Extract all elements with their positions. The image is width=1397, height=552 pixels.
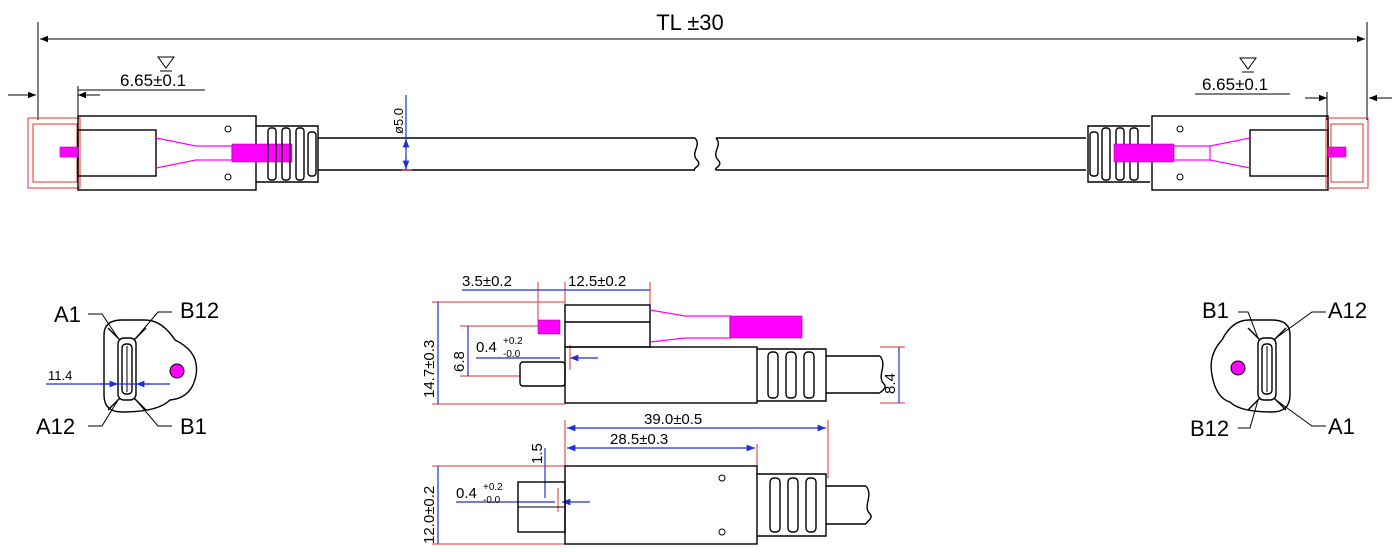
width-label: 11.4	[48, 368, 72, 383]
dim-28-5-label: 28.5±0.3	[610, 431, 668, 448]
label-a1: A1	[1328, 414, 1355, 439]
dim-39-label: 39.0±0.5	[644, 411, 702, 428]
dim-0-4-minus: -0.0	[483, 495, 501, 506]
dim-0-4-plus: +0.2	[503, 336, 523, 347]
label-a1: A1	[54, 302, 81, 327]
surface-symbol-icon	[1239, 57, 1257, 70]
label-b1: B1	[1202, 298, 1229, 323]
label-b12: B12	[1190, 416, 1229, 441]
dim-12-5-label: 12.5±0.2	[568, 273, 626, 290]
label-b12: B12	[180, 298, 219, 323]
left-end-view: A1 B12 A12 B1 11.4	[36, 298, 219, 439]
left-ref-label: 6.65±0.1	[120, 71, 186, 90]
right-ref-label: 6.65±0.1	[1202, 75, 1268, 94]
cable: ø5.0	[318, 95, 1086, 171]
top-view-right-connector: 6.65±0.1	[1087, 57, 1392, 191]
dim-0-4-label: 0.4	[456, 485, 477, 502]
dim-14-7-label: 14.7±0.3	[421, 340, 438, 398]
label-a12: A12	[1328, 298, 1367, 323]
surface-symbol-icon	[157, 56, 175, 69]
dim-1-5-label: 1.5	[529, 443, 546, 464]
total-length-label: TL ±30	[656, 10, 724, 35]
dim-12-label: 12.0±0.2	[421, 486, 438, 544]
dim-0-4-minus: -0.0	[503, 349, 521, 360]
label-a12: A12	[36, 414, 75, 439]
top-view-left-connector: 6.65±0.1	[8, 56, 319, 191]
dim-0-4-label: 0.4	[476, 339, 497, 356]
right-end-view: B1 A12 B12 A1	[1190, 298, 1367, 441]
bottom-view: 39.0±0.5 28.5±0.3 1.5 12.0±0.2 0.4 +0.2 …	[421, 411, 872, 545]
side-view: 3.5±0.2 12.5±0.2 14.7±0.3 6.8 0.4 +0.2 -…	[421, 273, 905, 405]
label-b1: B1	[180, 414, 207, 439]
cable-diameter-label: ø5.0	[391, 108, 406, 134]
dim-3-5-label: 3.5±0.2	[462, 273, 512, 290]
dim-0-4-plus: +0.2	[483, 482, 503, 493]
dim-6-8-label: 6.8	[451, 351, 468, 372]
total-length-dimension: TL ±30	[37, 10, 1368, 120]
dim-8-4-label: 8.4	[882, 373, 899, 394]
